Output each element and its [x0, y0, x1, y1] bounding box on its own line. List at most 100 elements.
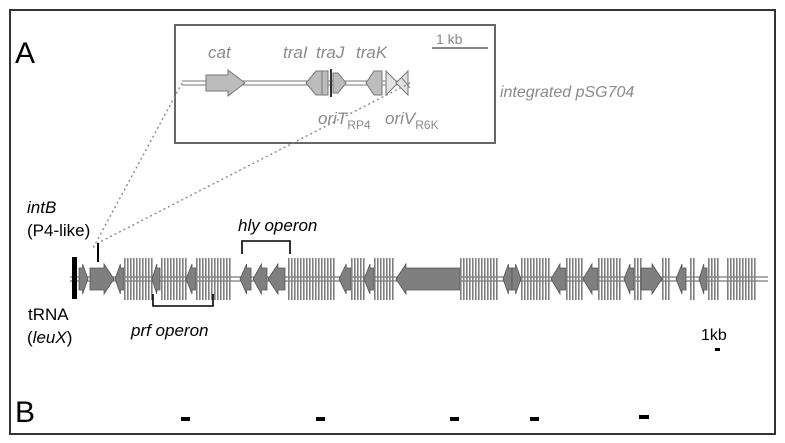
orf-bar [460, 258, 462, 300]
gene-arrow [550, 262, 567, 296]
orf-bar [610, 258, 612, 300]
orf-bar [148, 258, 150, 300]
gene-arrow [640, 262, 663, 296]
orf-bar [214, 258, 216, 300]
trna-label: tRNA [28, 305, 69, 324]
gene-arrow [252, 262, 268, 296]
orf-bar [748, 258, 750, 300]
orf-bar [475, 258, 477, 300]
orf-bar [634, 258, 636, 300]
oriV-main: oriV [385, 109, 417, 128]
orf-bar [377, 258, 379, 300]
oriV-arrow [385, 69, 399, 97]
orf-bar [208, 258, 210, 300]
orf-bar [220, 258, 222, 300]
gene-arrow [114, 263, 125, 295]
orf-bar [575, 258, 577, 300]
orf-bar [569, 258, 571, 300]
gene-arrow [151, 263, 161, 295]
orf-bar [598, 258, 600, 300]
panel-b-marker [450, 417, 459, 421]
gene-label-cat: cat [208, 43, 232, 62]
orf-bar [527, 258, 529, 300]
orf-bar [481, 258, 483, 300]
orf-bar [309, 258, 311, 300]
orf-bar [739, 258, 741, 300]
panel-b-marker [181, 417, 190, 421]
orf-bar [581, 258, 583, 300]
orf-bar [327, 258, 329, 300]
orf-bar [321, 258, 323, 300]
gene-arrow [502, 263, 513, 295]
panel-a-label: A [15, 37, 35, 70]
oriT-subscript: RP4 [347, 118, 371, 132]
orf-bar [616, 258, 618, 300]
orf-bar [754, 258, 756, 300]
orf-bar [354, 258, 356, 300]
gene-arrow [363, 263, 375, 295]
trna-marker [72, 257, 77, 299]
orf-bar [170, 258, 172, 300]
oriV-arrow-2 [395, 69, 409, 97]
orf-bar [161, 258, 163, 300]
inset-frame [174, 24, 496, 144]
orf-bar [182, 258, 184, 300]
origin-label-oriT: oriTRP4 [318, 109, 371, 132]
traK-gene-arrow [365, 70, 383, 96]
hly-operon-bracket [241, 240, 291, 254]
orf-bar [294, 258, 296, 300]
orf-bar [229, 258, 231, 300]
gene-arrow [698, 263, 708, 295]
orf-bar [139, 258, 141, 300]
orf-bar [466, 258, 468, 300]
orf-bar [536, 258, 538, 300]
traI-gene-arrow [305, 70, 323, 96]
orf-bar [548, 258, 550, 300]
orf-bar [472, 258, 474, 300]
orf-bar [142, 258, 144, 300]
orf-bar [717, 258, 719, 300]
orf-bar [662, 258, 664, 300]
orf-bar [130, 258, 132, 300]
orf-bar [291, 258, 293, 300]
orf-bar [490, 258, 492, 300]
orf-bar [487, 258, 489, 300]
orf-bar [469, 258, 471, 300]
orf-bar [730, 258, 732, 300]
orf-bar [578, 258, 580, 300]
orf-bar [693, 258, 695, 300]
orf-bar [330, 258, 332, 300]
orf-bar [745, 258, 747, 300]
orf-bar [179, 258, 181, 300]
genome-scale-bar [715, 348, 720, 351]
hly-operon-label: hly operon [238, 216, 317, 235]
intb-label: intB [27, 198, 56, 217]
orf-bar [714, 258, 716, 300]
orf-bar [288, 258, 290, 300]
orf-bar [133, 258, 135, 300]
orf-bar [383, 258, 385, 300]
gene-label-traI: traI [283, 43, 308, 62]
orf-bar [145, 258, 147, 300]
orf-bar [572, 258, 574, 300]
orf-bar [223, 258, 225, 300]
orf-bar [211, 258, 213, 300]
inset-right-end [401, 77, 411, 89]
orf-bar [521, 258, 523, 300]
orf-bar [380, 258, 382, 300]
orf-bar [539, 258, 541, 300]
orf-bar [733, 258, 735, 300]
orf-bar [496, 258, 498, 300]
inset-scale-label: 1 kb [436, 31, 463, 47]
leux-label: (leuX) [27, 328, 72, 347]
orf-bar [306, 258, 308, 300]
inset-caption: integrated pSG704 [500, 84, 634, 101]
orf-bar [226, 258, 228, 300]
plasmid-inset: 1 kb cat traI traJ traK oriTRP4 oriVR6K [174, 24, 496, 144]
orf-bar [303, 258, 305, 300]
orf-bar [708, 258, 710, 300]
gene-arrow [239, 263, 252, 295]
gene-label-traJ: traJ [316, 43, 345, 62]
orf-bar [386, 258, 388, 300]
orf-bar [357, 258, 359, 300]
